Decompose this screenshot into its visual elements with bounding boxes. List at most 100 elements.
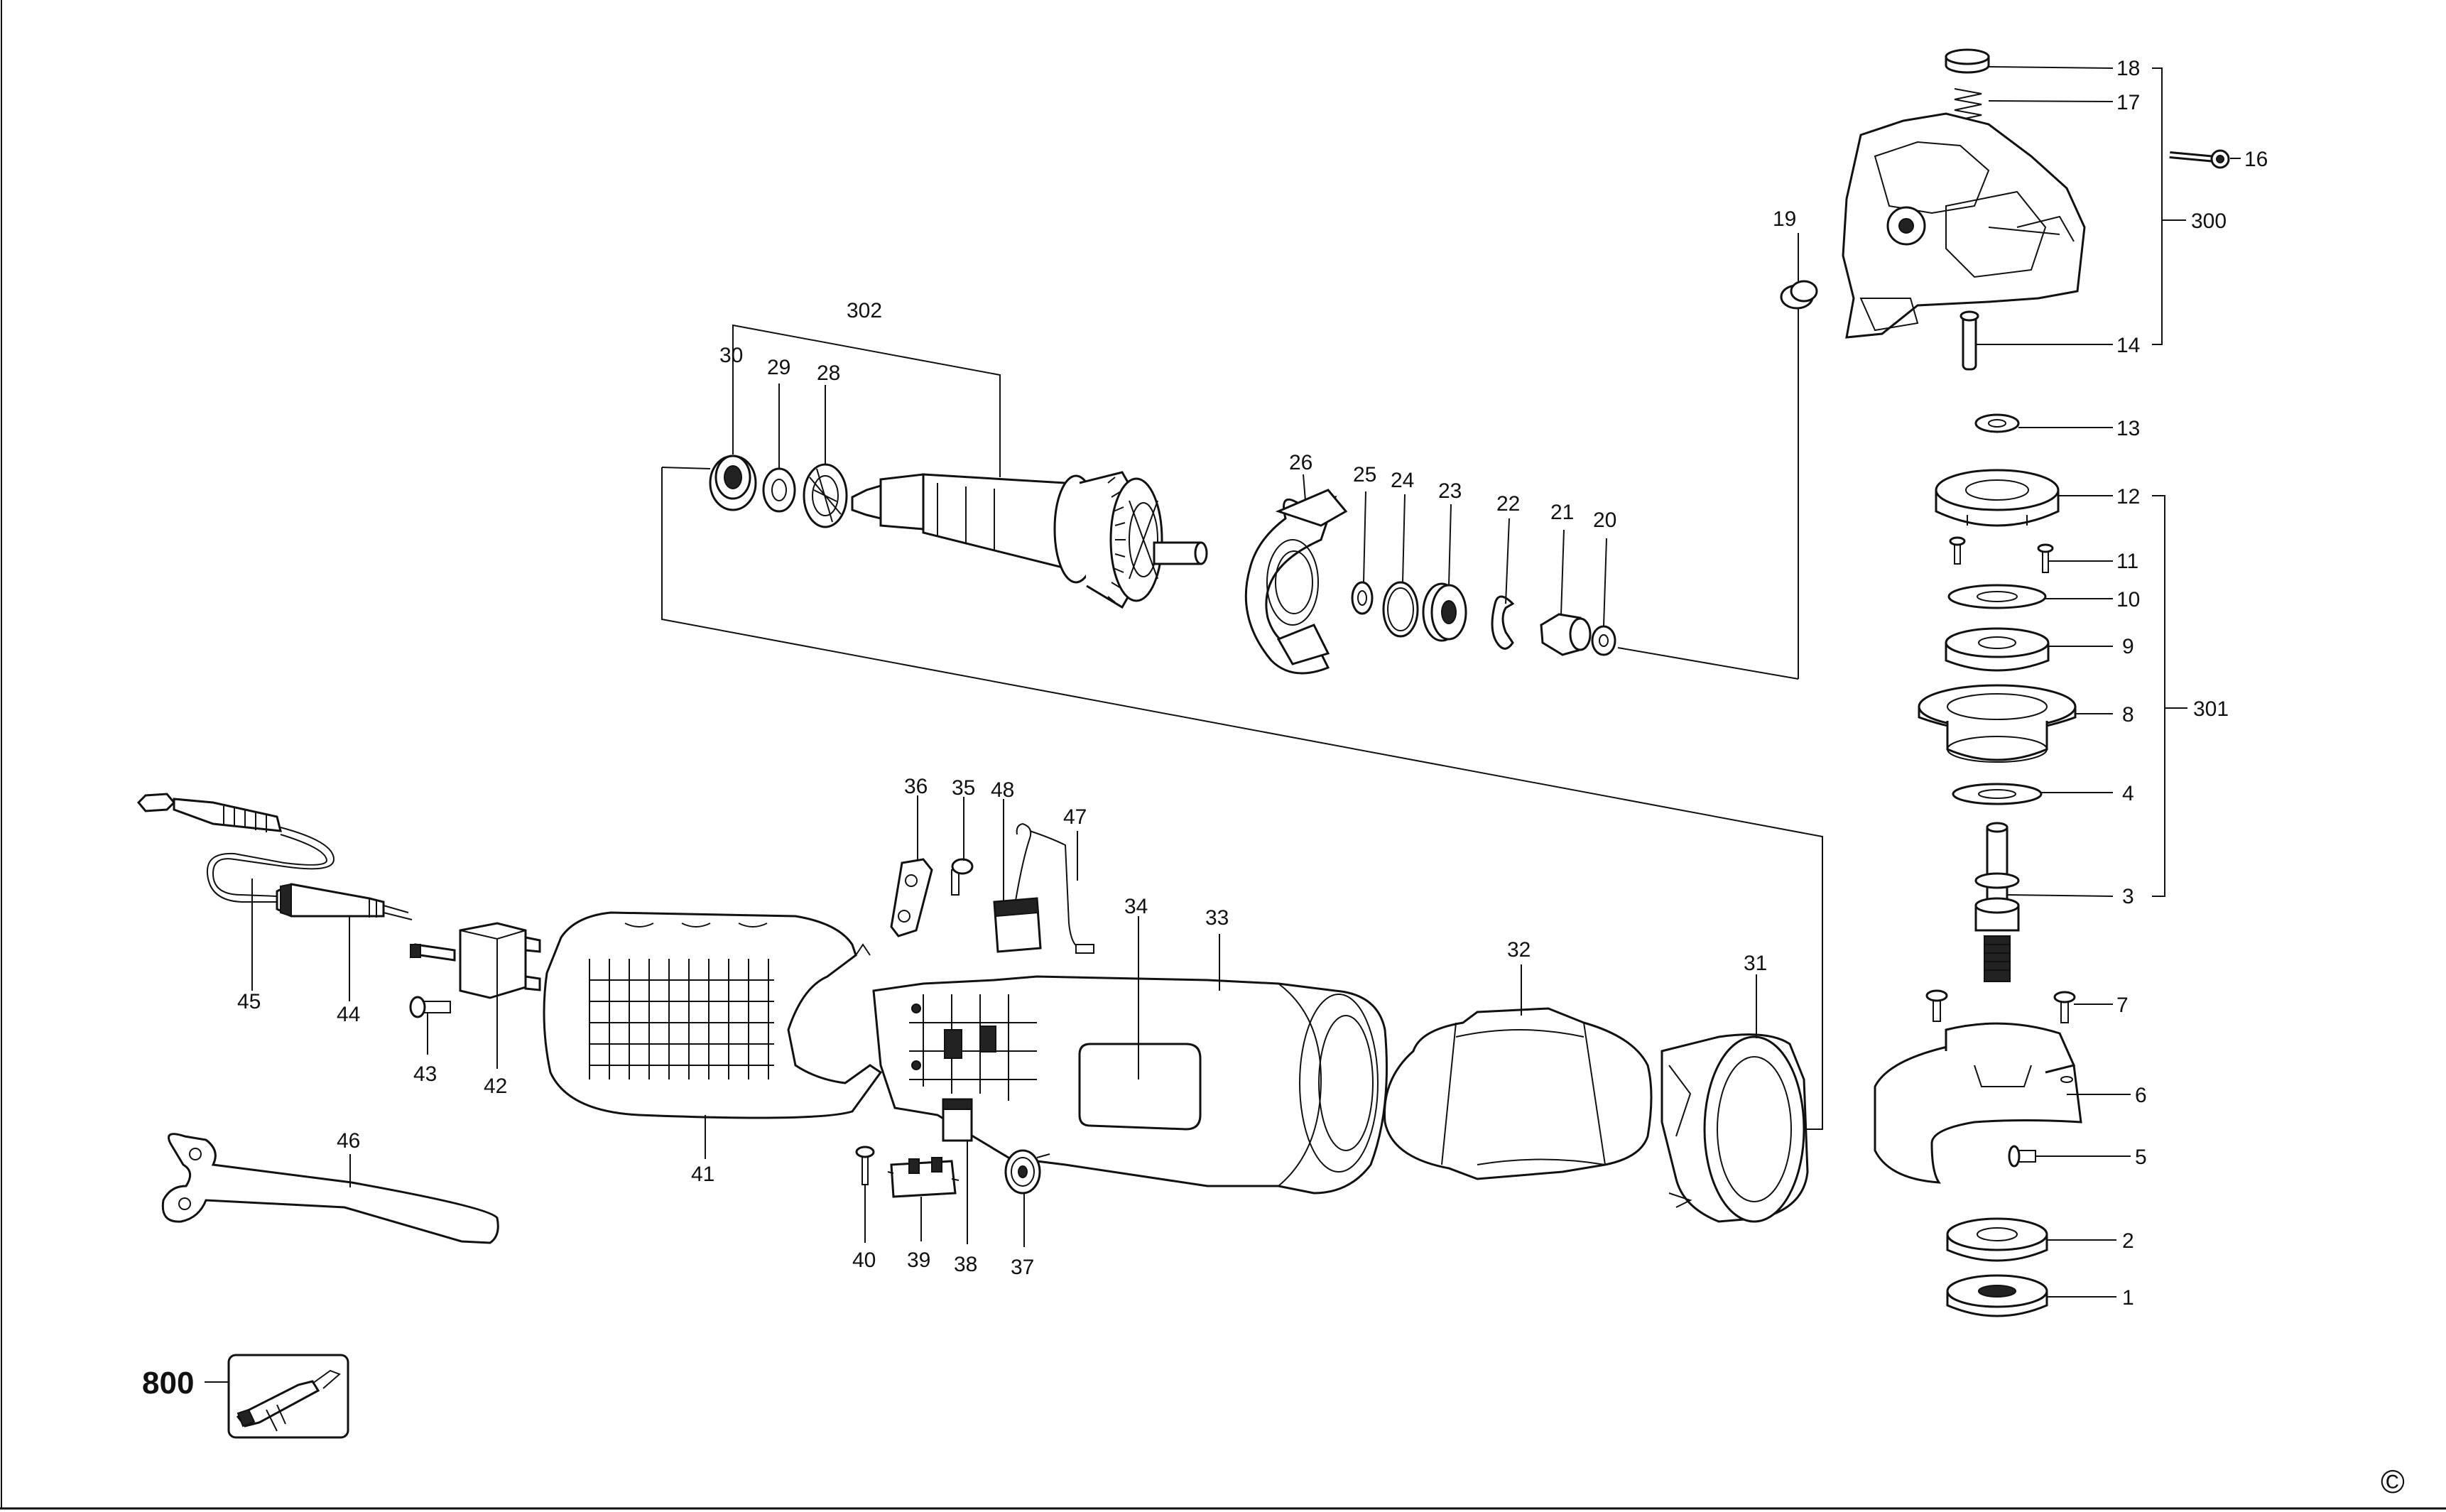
part-28-bearing: [803, 463, 848, 528]
label-17: 17: [2116, 91, 2140, 114]
part-8-flange: [1918, 684, 2077, 763]
part-2-flange: [1946, 1217, 2048, 1262]
part-39-brush-holder: [887, 1157, 960, 1198]
part-34-label: [1078, 1043, 1202, 1131]
label-5: 5: [2135, 1146, 2147, 1169]
label-46: 46: [337, 1129, 360, 1153]
part-29-ring: [762, 467, 796, 513]
label-14: 14: [2116, 334, 2140, 357]
part-9-bearing: [1945, 627, 2050, 672]
part-19-plug: [1780, 280, 1818, 310]
label-300: 300: [2191, 210, 2227, 233]
part-26-baffle: [1244, 489, 1348, 675]
label-30: 30: [719, 344, 743, 367]
part-4-washer: [1952, 783, 2043, 805]
part-30-bearing: [709, 455, 757, 511]
label-24: 24: [1391, 469, 1414, 492]
label-40: 40: [852, 1249, 876, 1272]
label-25: 25: [1353, 463, 1376, 486]
label-19: 19: [1773, 207, 1796, 231]
label-20: 20: [1593, 508, 1616, 532]
part-12-bearing-flange: [1935, 469, 2060, 527]
label-12: 12: [2116, 485, 2140, 508]
part-18-cap: [1945, 48, 1990, 74]
label-47: 47: [1063, 805, 1087, 829]
part-35-screw: [951, 858, 974, 896]
part-38-brush: [942, 1098, 973, 1142]
part-3-spindle: [1974, 822, 2020, 982]
label-6: 6: [2135, 1084, 2147, 1107]
label-35: 35: [952, 776, 975, 800]
part-5-screw: [2008, 1145, 2036, 1168]
part-7-screws: [1925, 989, 2076, 1023]
rear-housing-vents: [589, 959, 774, 1079]
part-24-oring: [1382, 581, 1419, 638]
label-2: 2: [2122, 1229, 2134, 1253]
label-9: 9: [2122, 635, 2134, 658]
part-43-screw: [409, 996, 451, 1018]
leader-lines: [205, 66, 2241, 1383]
part-300-gear-case: [1842, 112, 2086, 339]
part-40-screw: [855, 1146, 875, 1185]
part-41-rear-housing: [543, 911, 883, 1119]
label-302: 302: [847, 299, 882, 322]
part-302-armature: [851, 471, 1208, 609]
part-14-pin: [1959, 310, 1979, 371]
label-23: 23: [1438, 479, 1462, 503]
part-10-plate: [1947, 584, 2047, 609]
label-8: 8: [2122, 703, 2134, 727]
part-17-spring: [1954, 88, 1982, 121]
label-22: 22: [1496, 492, 1520, 516]
part-22-circlip: [1491, 595, 1515, 650]
label-32: 32: [1507, 938, 1531, 962]
label-48: 48: [991, 778, 1014, 802]
part-48-brush: [993, 822, 1042, 953]
label-44: 44: [337, 1003, 360, 1026]
part-42-switch: [410, 922, 541, 999]
part-31-fan-housing: [1660, 1033, 1809, 1223]
label-42: 42: [484, 1075, 507, 1098]
part-1-nut: [1946, 1274, 2048, 1317]
part-25-washer: [1351, 581, 1374, 615]
part-23-bearing: [1422, 582, 1467, 642]
label-36: 36: [904, 775, 928, 798]
label-11: 11: [2116, 550, 2138, 573]
part-20-nut: [1591, 625, 1616, 656]
part-37-spring: [1004, 1149, 1050, 1195]
label-31: 31: [1744, 952, 1767, 975]
part-800-accessory-box: [227, 1354, 349, 1439]
label-10: 10: [2116, 588, 2140, 611]
label-7: 7: [2116, 994, 2129, 1017]
part-labels: 18 17 16 300 19 14 13 12 11 10 9 301 8 4…: [142, 57, 2405, 1500]
part-13-bearing: [1974, 413, 2020, 433]
label-29: 29: [767, 356, 790, 379]
label-301: 301: [2193, 697, 2229, 721]
label-38: 38: [954, 1253, 977, 1276]
label-33: 33: [1205, 906, 1229, 930]
label-26: 26: [1289, 451, 1312, 474]
part-21-pinion: [1540, 613, 1592, 656]
label-4: 4: [2122, 782, 2134, 805]
label-37: 37: [1011, 1256, 1034, 1279]
part-47-wire: [1029, 830, 1094, 954]
label-3: 3: [2122, 885, 2134, 908]
label-13: 13: [2116, 417, 2140, 440]
part-45-cord: [136, 793, 413, 920]
label-28: 28: [817, 361, 840, 385]
label-43: 43: [413, 1062, 437, 1086]
label-39: 39: [907, 1249, 930, 1272]
part-36-clamp: [890, 858, 933, 937]
label-34: 34: [1124, 895, 1148, 918]
label-1: 1: [2122, 1286, 2134, 1310]
copyright-mark: ©: [2381, 1463, 2405, 1500]
label-18: 18: [2116, 57, 2140, 80]
part-6-guard: [1874, 1022, 2082, 1184]
label-16: 16: [2244, 148, 2268, 171]
label-21: 21: [1550, 501, 1574, 524]
part-32-field: [1384, 1007, 1653, 1180]
label-45: 45: [237, 990, 261, 1013]
label-41: 41: [691, 1163, 714, 1186]
part-16-screw: [2169, 149, 2230, 169]
label-800: 800: [142, 1366, 194, 1400]
